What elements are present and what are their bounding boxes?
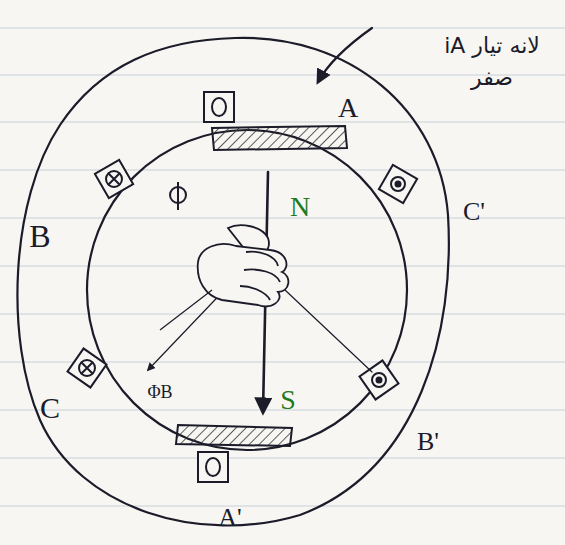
rotor-poles: [176, 126, 347, 446]
flux-label: ΦB: [147, 383, 172, 401]
stator-outline: [17, 38, 448, 526]
slot-label: C': [463, 199, 485, 225]
rotor-bore: [87, 130, 407, 450]
stator-slots: [68, 92, 418, 482]
slot-label: A': [218, 505, 241, 531]
slot-label: B: [29, 220, 50, 252]
conductors: [79, 98, 405, 476]
note-pointer: [318, 28, 372, 82]
pole-label: N: [290, 193, 310, 221]
flux-arrows: [148, 172, 372, 412]
slot-label: C: [40, 393, 60, 423]
pole-label: S: [280, 386, 296, 414]
arabic-note: لانه تيار iA صفر: [444, 30, 540, 94]
notebook-lines: [0, 28, 565, 506]
slot-label: A: [338, 94, 358, 122]
slot-label: B': [417, 429, 439, 455]
right-hand-fist: [160, 225, 288, 330]
